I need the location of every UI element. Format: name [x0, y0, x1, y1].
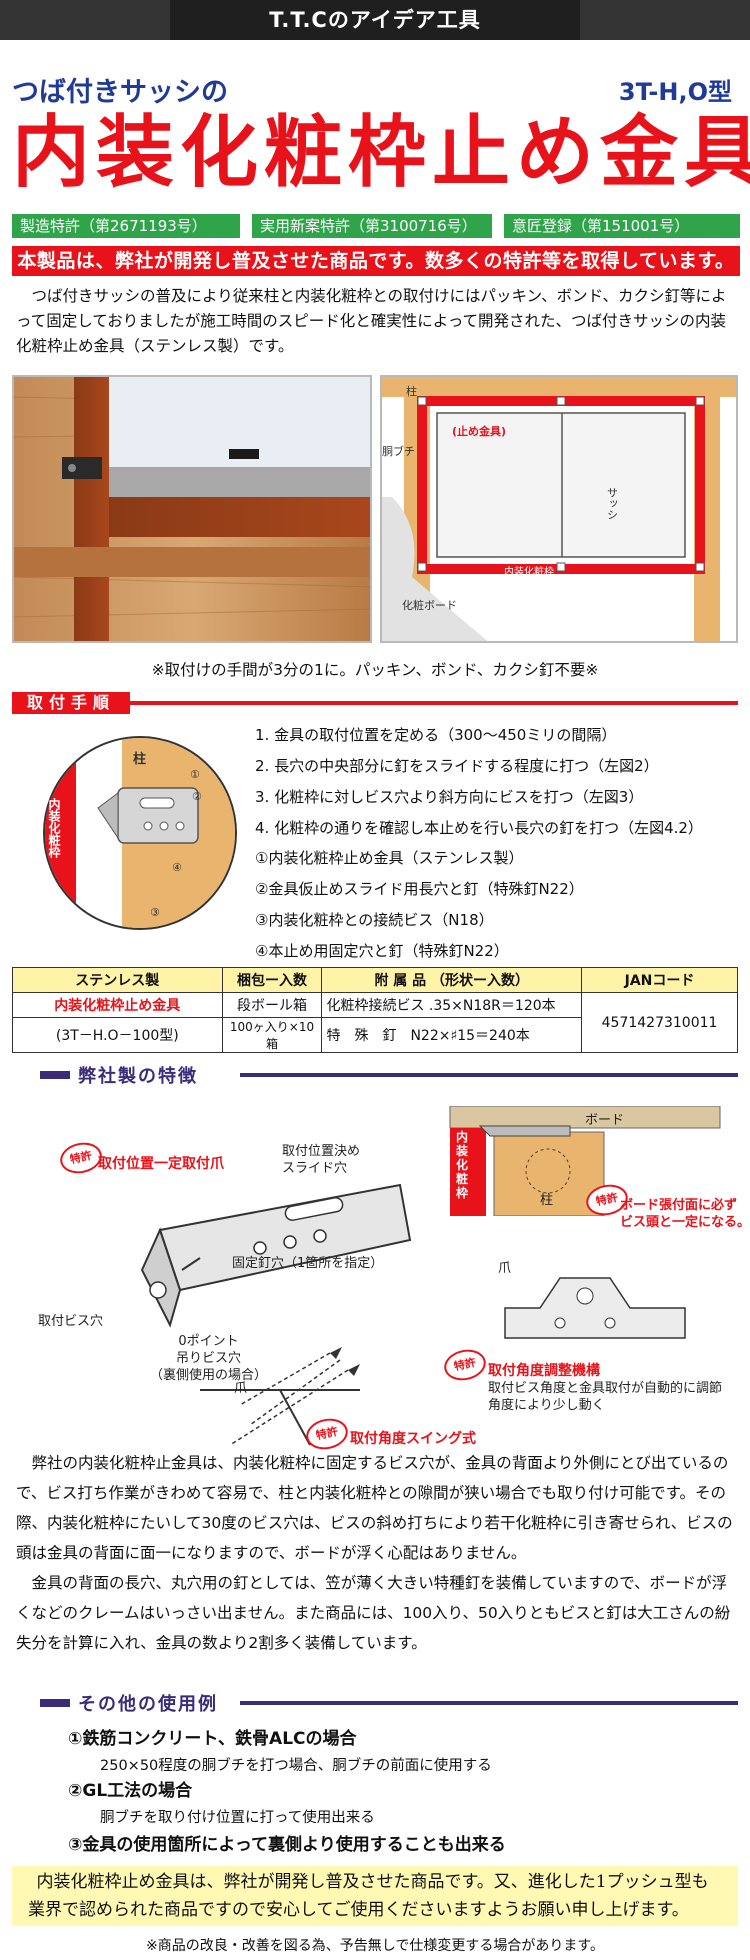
spec-table: ステンレス製 梱包ー入数 附 属 品 （形状ー入数） JANコード 内装化粧枠止… — [12, 967, 738, 1053]
feature-label-screwhole: 取付ビス穴 — [38, 1314, 104, 1329]
use-item: ②GL工法の場合 — [68, 1781, 193, 1801]
feature-label-angle: 取付角度調整機構 — [488, 1363, 600, 1379]
feature-label-frame: 内装化粧枠 — [456, 1130, 469, 1200]
top-brand-bar: T.T.Cのアイデア工具 — [0, 0, 750, 40]
patent-badge: 意匠登録（第151001号） — [504, 214, 740, 238]
procedure-diagram-frame: 内装化粧枠 — [47, 797, 61, 859]
patent-badge: 特許 — [441, 1345, 489, 1385]
other-uses-heading-label: その他の使用例 — [78, 1694, 218, 1715]
spec-table-header: ステンレス製 — [12, 967, 223, 993]
part-item: ①内装化粧枠止め金具（ステンレス製） — [255, 849, 524, 867]
model-number: 3T-H,O型 — [618, 78, 732, 106]
procedure-heading: 取付手順 — [12, 692, 738, 714]
spec-table-header: 梱包ー入数 — [221, 967, 323, 993]
heading-rule — [240, 1701, 738, 1705]
feature-label-board: ボード — [585, 1113, 625, 1128]
angle-bracket-illustration — [504, 1277, 686, 1339]
diagram-label-sash: サッシ — [606, 487, 619, 520]
bracket-illustration — [140, 1183, 412, 1328]
procedure-heading-label: 取付手順 — [12, 692, 130, 714]
heading-rule — [240, 1073, 738, 1077]
product-subtitle: つば付きサッシの — [12, 77, 228, 108]
procedure-diagram: 柱 内装化粧枠 ① ② ③ ④ — [43, 736, 237, 930]
diagram-label-tome: (止め金具) — [452, 424, 506, 438]
use-item-note: 250×50程度の胴ブチを打つ場合、胴ブチの前面に使用する — [100, 1758, 492, 1774]
spec-table-row: (3T－H.O－100型) 100ヶ入り×10箱 特 殊 釘 N22×♯15＝2… — [12, 1017, 738, 1053]
spec-packing-box: 段ボール箱 — [221, 992, 323, 1018]
procedure-diagram-n2: ② — [192, 790, 202, 803]
product-title: 内装化粧枠止め金具 — [12, 108, 750, 198]
feature-label-slide: 取付位置決め スライド穴 — [282, 1144, 361, 1176]
feature-label-swing: 取付角度スイング式 — [350, 1431, 476, 1447]
spec-product-model: (3T－H.O－100型) — [12, 1017, 223, 1053]
parts-list: ①内装化粧枠止め金具（ステンレス製） ②金具仮止めスライド用長穴と釘（特殊釘N2… — [255, 843, 745, 967]
notice-box: 内装化粧枠止め金具は、弊社が開発し普及させた商品です。又、進化した1プッシュ型も… — [12, 1866, 738, 1926]
feature-label-tsume-1: 爪 — [498, 1261, 512, 1276]
part-item: ③内装化粧枠との接続ビス（N18） — [255, 911, 494, 929]
procedure-step: 2. 長穴の中央部分に釘をスライドする程度に打つ（左図2） — [255, 757, 659, 775]
heading-marker — [40, 1071, 70, 1079]
feature-label-zero: 0ポイント 吊りビス穴 （裏側使用の場合） — [150, 1334, 268, 1383]
patent-badge: 実用新案特許（第3100716号） — [252, 214, 492, 238]
procedure-diagram-n3: ③ — [150, 906, 160, 919]
feature-label-fixhole: 固定釘穴（1箇所を指定） — [232, 1256, 384, 1271]
announcement-banner: 本製品は、弊社が開発し普及させた商品です。数多くの特許等を取得しています。 — [12, 246, 740, 276]
footnote: ※商品の改良・改善を図る為、予告無しで仕様変更する場合があります。 — [146, 1938, 604, 1954]
other-uses-heading: その他の使用例 — [40, 1690, 738, 1716]
description-paragraph: 金具の背面の長穴、丸穴用の釘としては、笠が薄く大きい特種釘を装備していますので、… — [16, 1574, 731, 1652]
spec-table-row: 内装化粧枠止め金具 段ボール箱 化粧枠接続ビス .35×N18R＝120本 45… — [12, 992, 738, 1053]
spec-accessory-nails: 特 殊 釘 N22×♯15＝240本 — [321, 1017, 583, 1053]
diagram-label-dobuchi: 胴ブチ — [382, 444, 415, 458]
feature-label-board-note: ボード張付面に必ず ビス頭と一定になる。 — [620, 1198, 750, 1230]
feature-label-claw: 取付位置一定取付爪 — [98, 1156, 224, 1172]
installation-photo — [12, 375, 372, 643]
feature-label-angle-note: 取付ビス角度と金具取付が自動的に調節 角度により少し動く — [488, 1381, 723, 1413]
features-heading-label: 弊社製の特徴 — [78, 1066, 198, 1087]
brand-label: T.T.Cのアイデア工具 — [170, 0, 580, 40]
installation-photo-illustration — [14, 377, 370, 641]
installation-diagram-illustration: 柱 胴ブチ (止め金具) サッシ 内装化粧枠 化粧ボード — [382, 377, 736, 641]
installation-diagram: 柱 胴ブチ (止め金具) サッシ 内装化粧枠 化粧ボード — [380, 375, 738, 643]
part-item: ④本止め用固定穴と釘（特殊釘N22） — [255, 942, 509, 960]
spec-packing-count: 100ヶ入り×10箱 — [221, 1017, 323, 1053]
feature-label-pillar: 柱 — [540, 1193, 554, 1208]
heading-rule — [130, 701, 738, 705]
procedure-step: 1. 金具の取付位置を定める（300～450ミリの間隔） — [255, 726, 617, 744]
heading-marker — [40, 1699, 70, 1707]
photo-caption: ※取付けの手間が3分の1に。パッキン、ボンド、カクシ釘不要※ — [151, 661, 599, 679]
intro-paragraph: つば付きサッシの普及により従来柱と内装化粧枠との取付けにはパッキン、ボンド、カク… — [16, 287, 727, 355]
diagram-label-pillar: 柱 — [406, 384, 417, 398]
spec-table-header: 附 属 品 （形状ー入数） — [321, 967, 583, 993]
part-item: ②金具仮止めスライド用長穴と釘（特殊釘N22） — [255, 880, 584, 898]
diagram-label-frame: 内装化粧枠 — [504, 565, 554, 578]
patent-list: 製造特許（第2671193号） 実用新案特許（第3100716号） 意匠登録（第… — [12, 214, 740, 238]
diagram-label-board: 化粧ボード — [402, 598, 457, 612]
procedure-diagram-n4: ④ — [172, 861, 182, 874]
procedure-step: 4. 化粧枠の通りを確認し本止めを行い長穴の釘を打つ（左図4.2） — [255, 819, 703, 837]
procedure-diagram-n1: ① — [190, 768, 200, 781]
spec-jan-code: 4571427310011 — [581, 992, 738, 1053]
swing-illustration — [200, 1347, 360, 1446]
spec-table-header: JANコード — [581, 967, 738, 993]
use-item: ①鉄筋コンクリート、鉄骨ALCの場合 — [68, 1729, 357, 1749]
spec-accessory-screws: 化粧枠接続ビス .35×N18R＝120本 — [321, 992, 583, 1018]
procedure-steps: 1. 金具の取付位置を定める（300～450ミリの間隔） 2. 長穴の中央部分に… — [255, 720, 745, 844]
features-heading: 弊社製の特徴 — [40, 1062, 738, 1088]
spec-table-header-row: ステンレス製 梱包ー入数 附 属 品 （形状ー入数） JANコード — [12, 967, 738, 993]
use-item-note: 胴ブチを取り付け位置に打って使用出来る — [100, 1810, 375, 1826]
procedure-diagram-pillar: 柱 — [133, 751, 146, 767]
description-paragraph: 弊社の内装化粧枠止金具は、内装化粧枠に固定するビス穴が、金具の背面より外側にとび… — [16, 1454, 733, 1562]
procedure-step: 3. 化粧枠に対しビス穴より斜方向にビスを打つ（左図3） — [255, 788, 644, 806]
use-item: ③金具の使用箇所によって裏側より使用することも出来る — [68, 1835, 506, 1855]
spec-product-name: 内装化粧枠止め金具 — [12, 992, 223, 1018]
patent-badge: 製造特許（第2671193号） — [12, 214, 240, 238]
feature-description: 弊社の内装化粧枠止金具は、内装化粧枠に固定するビス穴が、金具の背面より外側にとび… — [16, 1448, 738, 1658]
feature-label-tsume-2: 爪 — [234, 1381, 248, 1396]
